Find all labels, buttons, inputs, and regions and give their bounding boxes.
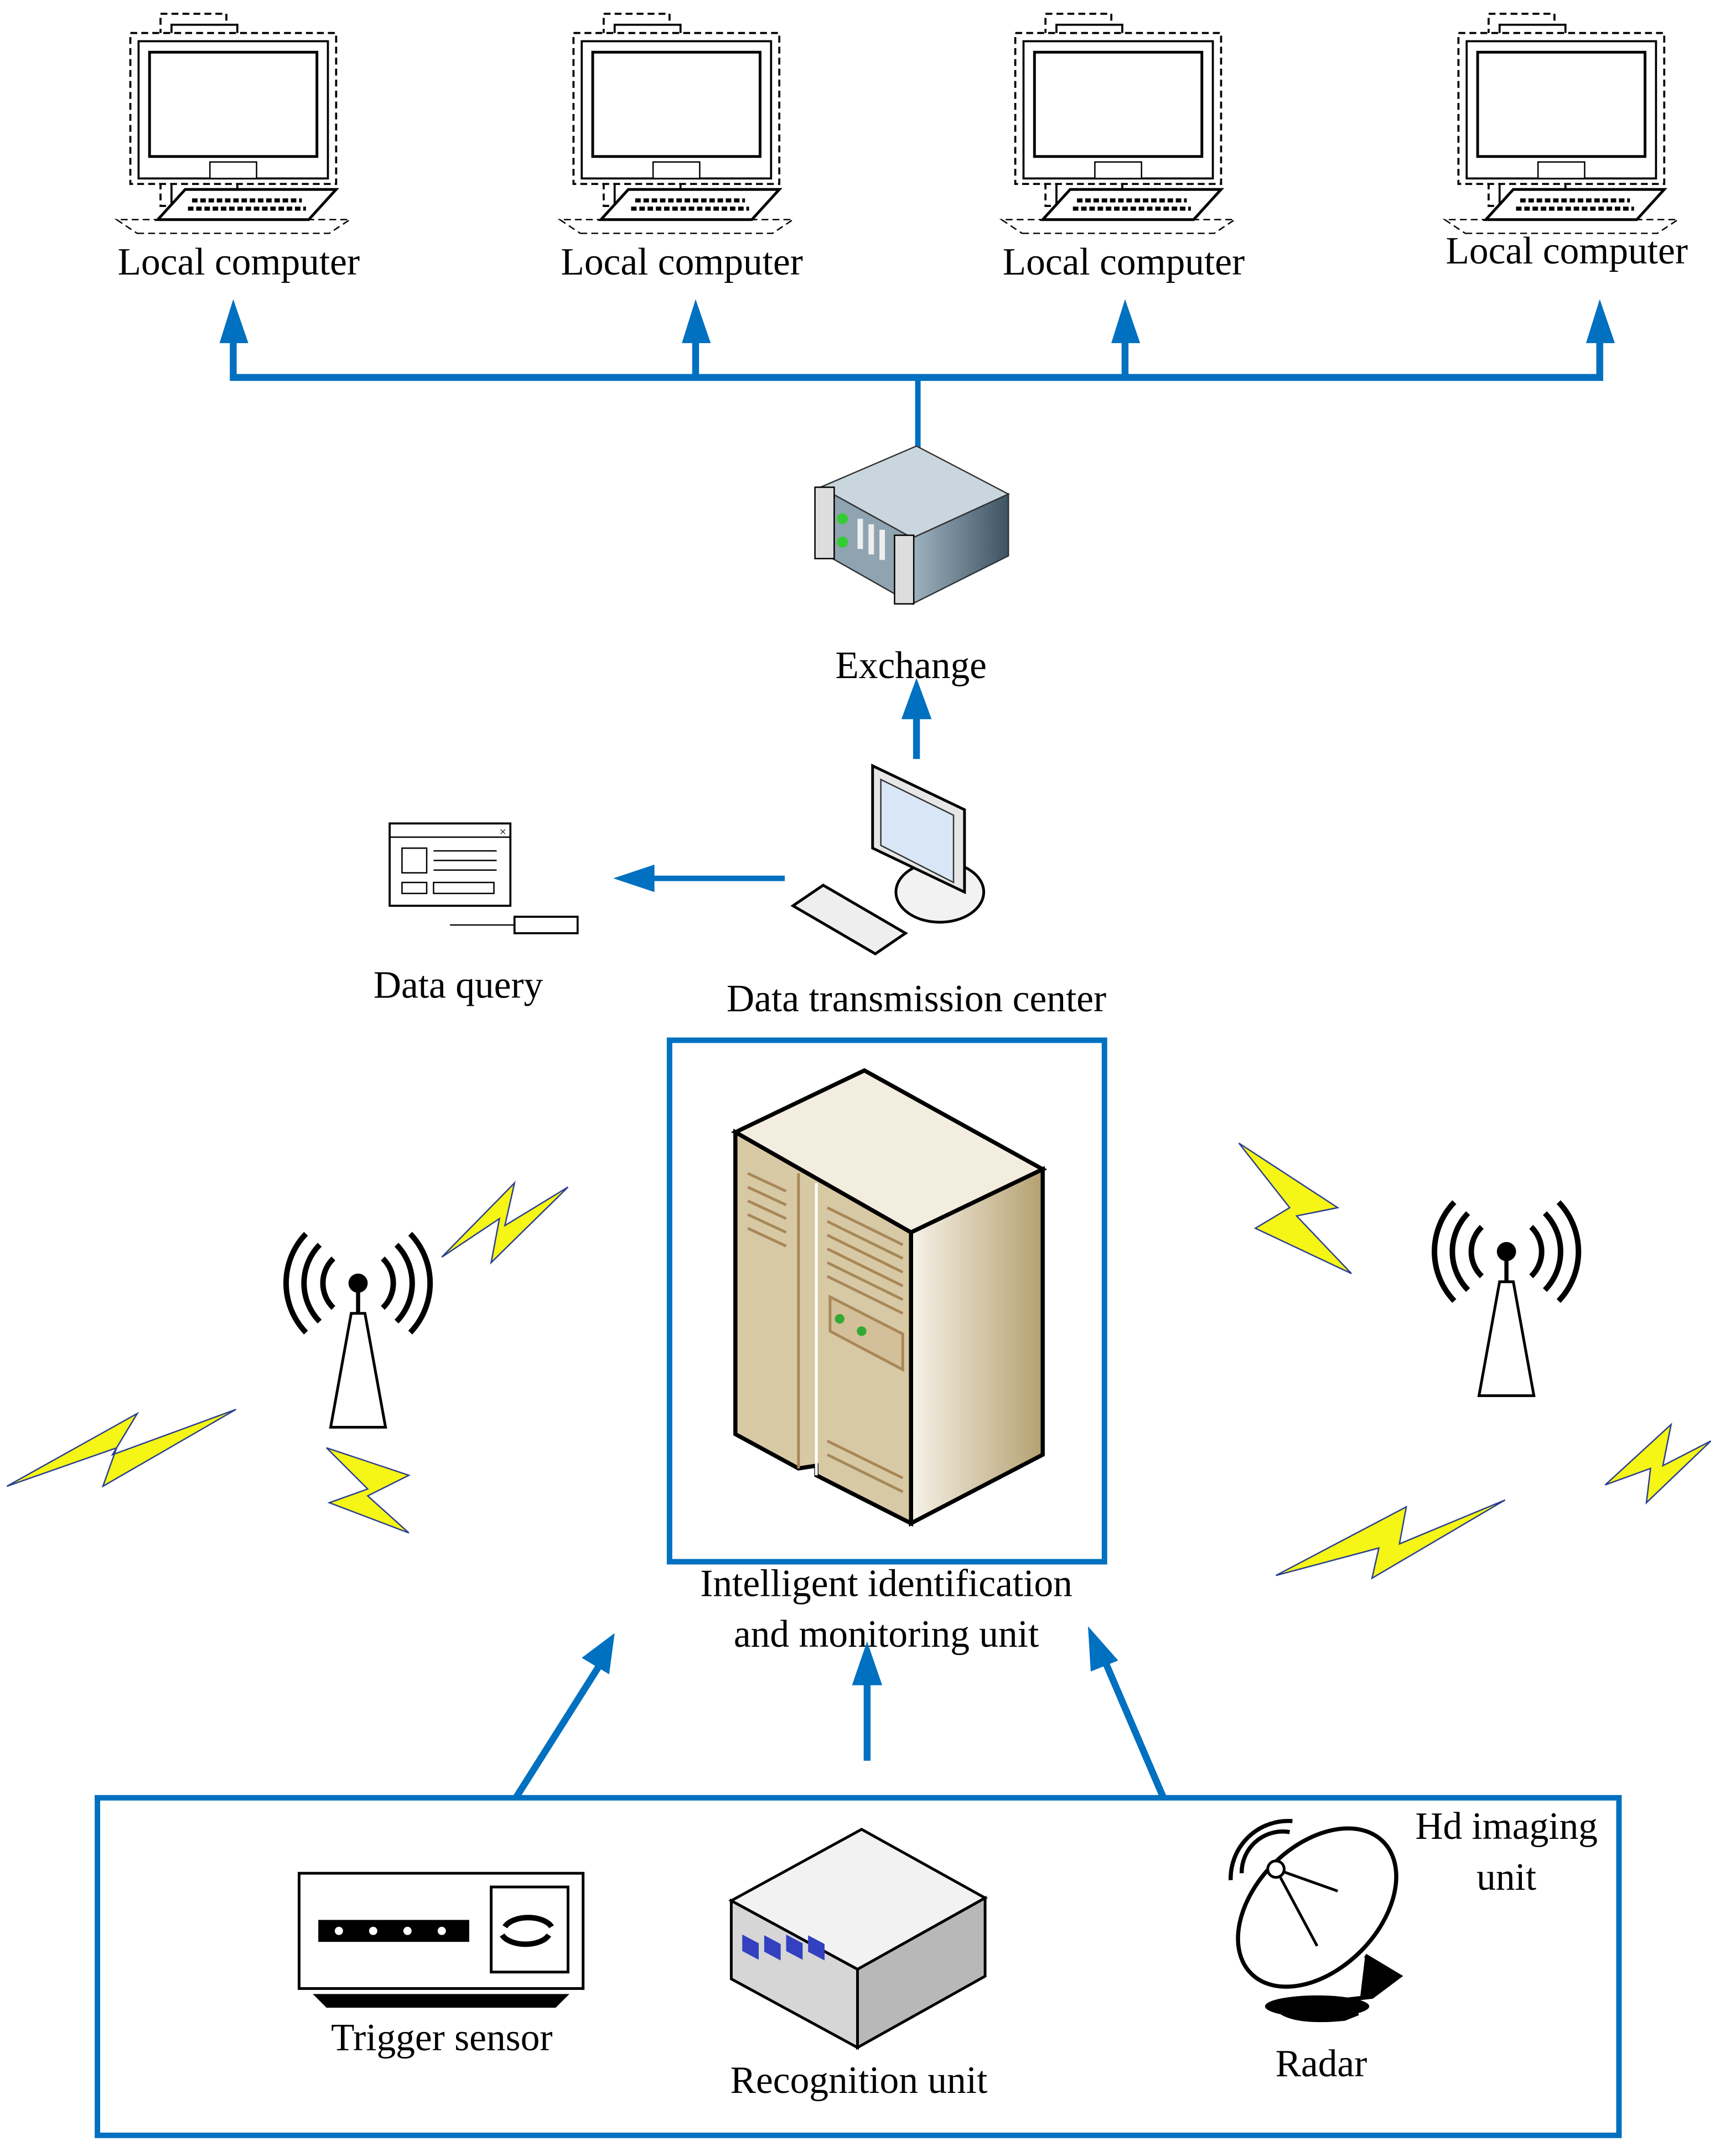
sensor-group: Trigger sensor Recognition unit (95, 1795, 1622, 2138)
trigger-sensor[interactable]: Trigger sensor (297, 1871, 585, 2059)
arrow-up-icon (219, 299, 248, 343)
lightning-bolt-icon (6, 1409, 237, 1488)
recognition-unit[interactable]: Recognition unit (728, 1828, 988, 2102)
lightning-bolt-icon (441, 1181, 569, 1265)
unit-label-line1: Intelligent identification (700, 1562, 1072, 1605)
hd-imaging-label-line2: unit (1476, 1856, 1536, 1899)
sensor-frame (95, 1795, 1622, 2138)
lightning-bolt-icon (1276, 1499, 1506, 1580)
local-computer-4[interactable]: Local computer (1445, 14, 1688, 272)
desktop-computer-icon (117, 14, 350, 234)
network-hub-icon (728, 1828, 988, 2050)
local-computer-3[interactable]: Local computer (1002, 14, 1245, 283)
terminal-window-icon: × (388, 822, 579, 934)
local-computer-2[interactable]: Local computer (560, 14, 803, 283)
trigger-device-icon (297, 1871, 585, 2008)
data-transmission-center[interactable]: Data transmission center (727, 763, 1106, 1020)
desktop-computer-icon (560, 14, 793, 234)
data-center-label: Data transmission center (727, 978, 1106, 1020)
exchange[interactable]: Exchange (814, 445, 1011, 687)
trigger-sensor-label: Trigger sensor (331, 2017, 552, 2059)
svg-text:×: × (499, 825, 506, 839)
server-tower-icon (730, 1068, 1048, 1527)
radio-tower-icon (1434, 1202, 1578, 1396)
arrow-left-icon (613, 864, 655, 892)
unit-label-line2: and monitoring unit (734, 1613, 1039, 1656)
top-bus (219, 299, 1615, 453)
local-computer-label: Local computer (1446, 230, 1688, 272)
radar-label: Radar (1276, 2043, 1367, 2085)
radio-tower-icon (286, 1234, 430, 1428)
hd-imaging-label-line1: Hd imaging (1415, 1805, 1598, 1848)
sensor-arrows (512, 1626, 1167, 1800)
arrow-up-icon (901, 678, 932, 720)
data-query-label: Data query (374, 964, 543, 1006)
lightning-bolt-icon (1238, 1142, 1352, 1274)
desktop-computer-icon (1002, 14, 1235, 234)
rack-switch-icon (814, 445, 1011, 606)
arrow-up-icon (682, 299, 711, 343)
arrow-up-icon (1586, 299, 1615, 343)
lightning-bolt-icon (1604, 1423, 1712, 1505)
local-computer-label: Local computer (561, 241, 802, 283)
data-query[interactable]: × Data query (374, 822, 579, 1007)
radar[interactable]: Radar (1208, 1798, 1427, 2085)
unit-frame (666, 1037, 1107, 1565)
intelligent-unit[interactable]: Intelligent identification and monitorin… (666, 1037, 1107, 1656)
workstation-icon (790, 763, 986, 956)
lightning-bolt-icon (326, 1447, 411, 1534)
local-computer-label: Local computer (118, 241, 360, 283)
desktop-computer-icon (1445, 14, 1678, 234)
local-computer-label: Local computer (1003, 241, 1245, 283)
arrow-up-icon (1111, 299, 1141, 343)
exchange-label: Exchange (835, 644, 987, 687)
satellite-dish-icon (1229, 1819, 1403, 2023)
recognition-unit-label: Recognition unit (730, 2059, 988, 2102)
local-computer-1[interactable]: Local computer (117, 14, 360, 283)
